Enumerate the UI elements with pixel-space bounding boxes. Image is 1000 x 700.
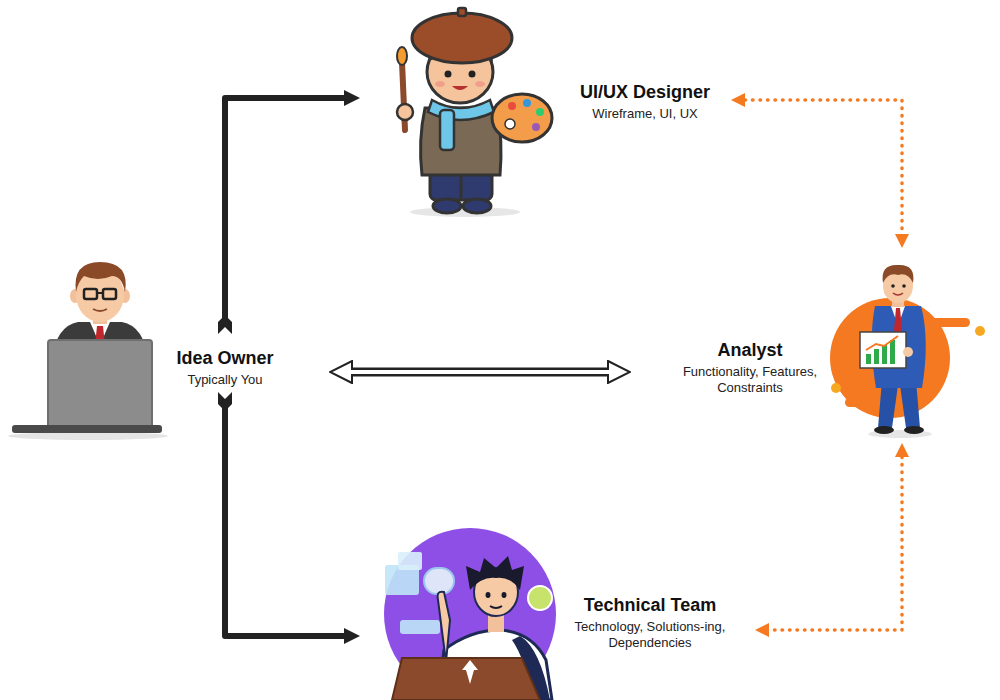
- role-duties: Technology, Solutions-ing, Dependencies: [560, 619, 740, 653]
- role-node: Technical TeamTechnology, Solutions-ing,…: [360, 530, 755, 700]
- role-duties: Wireframe, UI, UX: [565, 106, 725, 123]
- role-duties: Functionality, Features, Constraints: [665, 364, 835, 398]
- idea-owner-figure: [8, 262, 168, 440]
- analyst-figure: [830, 265, 985, 438]
- role-label-group: Technical TeamTechnology, Solutions-ing,…: [560, 595, 740, 652]
- role-title: Technical Team: [560, 595, 740, 617]
- dotted-connector: [769, 457, 902, 630]
- role-title: Idea Owner: [150, 348, 300, 370]
- role-label-group: AnalystFunctionality, Features, Constrai…: [665, 340, 835, 397]
- role-node: UI/UX DesignerWireframe, UI, UX: [360, 10, 731, 220]
- arrow-hollow-core: [349, 370, 611, 374]
- role-title: UI/UX Designer: [565, 82, 725, 104]
- tech-figure: [384, 528, 556, 700]
- role-node: AnalystFunctionality, Features, Constrai…: [630, 248, 990, 443]
- role-label-group: UI/UX DesignerWireframe, UI, UX: [565, 82, 725, 122]
- role-duties: Typically You: [150, 372, 300, 389]
- dotted-connector: [745, 100, 902, 234]
- flow-arrow: [225, 404, 344, 636]
- role-label-group: Idea OwnerTypically You: [150, 348, 300, 388]
- designer-figure: [397, 8, 552, 217]
- flow-arrow: [225, 98, 344, 322]
- role-title: Analyst: [665, 340, 835, 362]
- role-node: Idea OwnerTypically You: [150, 322, 330, 404]
